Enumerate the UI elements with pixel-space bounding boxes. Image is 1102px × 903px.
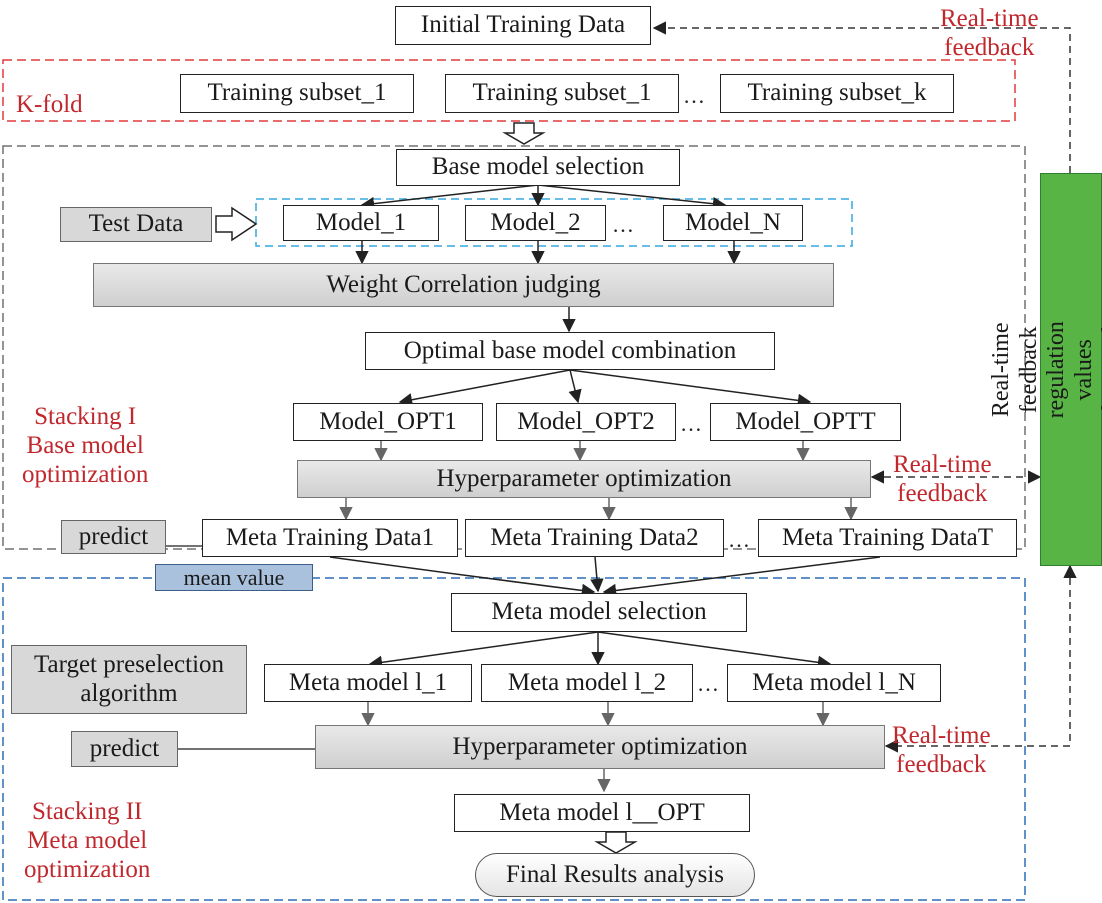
meta-selection-fanout-arrows [368,631,832,670]
predict-box-1[interactable]: predict [61,520,166,554]
target-preselection-box[interactable]: Target preselection algorithm [11,645,247,714]
subset-ellipsis: … [683,83,705,108]
base-model-selection-box[interactable]: Base model selection [396,149,680,186]
feedback-label-top-line1: Real-time [940,5,1039,32]
optimal-combination-box[interactable]: Optimal base model combination [365,332,775,370]
mean-value-box[interactable]: mean value [155,564,313,591]
feedback-loops [652,21,1077,753]
meta-model-opt-box[interactable]: Meta model l__OPT [454,794,750,832]
hollow-arrow-final [594,831,638,854]
test-models-frame [255,198,853,247]
feedback-regulation-text: Real-time feedback regulation values fro… [988,320,1102,419]
feedback-label-top: Real-time feedback [940,5,1039,63]
feedback-label-mid: Real-time feedback [893,451,992,509]
final-results-box[interactable]: Final Results analysis [475,853,755,897]
feedback-label-bottom: Real-time feedback [892,722,991,780]
model-ellipsis: … [612,212,634,237]
base-selection-arrows [360,184,727,211]
hyperparameter-opt-box-1[interactable]: Hyperparameter optimization [297,460,871,498]
meta-to-hyper2-arrows [361,702,830,727]
meta-training-datat-box[interactable]: Meta Training DataT [758,519,1017,557]
meta-data-ellipsis: … [728,527,750,552]
hollow-arrow-kfold [502,122,546,145]
opt-ellipsis: … [680,411,702,436]
training-subset-box-a[interactable]: Training subset_1 [180,74,414,113]
kfold-label: K-fold [16,91,83,118]
model-opt1-box[interactable]: Model_OPT1 [293,403,483,441]
model-1-box[interactable]: Model_1 [283,205,439,241]
meta-model-n-box[interactable]: Meta model l_N [727,664,941,702]
training-subset-box-k[interactable]: Training subset_k [720,74,954,113]
hyperparameter-opt-box-2[interactable]: Hyperparameter optimization [315,725,885,769]
meta-model-selection-box[interactable]: Meta model selection [451,593,747,632]
feedback-regulation-box[interactable]: Real-time feedback regulation values fro… [988,173,1102,566]
meta-model-1-box[interactable]: Meta model l_1 [264,664,472,702]
opt-to-hyper-arrows [374,441,810,462]
weight-correlation-box[interactable]: Weight Correlation judging [93,263,834,307]
model-2-box[interactable]: Model_2 [465,205,606,241]
hollow-arrow-test-data [215,206,258,242]
stacking1-line3: optimization [22,460,149,488]
stacking1-line1: Stacking I [34,403,137,430]
model-opt2-box[interactable]: Model_OPT2 [496,403,676,441]
stacking2-line1: Stacking II [31,798,143,825]
meta-data-converge-arrows [329,556,881,598]
stacking1-line2: Base model [26,431,144,459]
feedback-label-bottom-line1: Real-time [892,722,991,749]
training-subset-box-b[interactable]: Training subset_1 [445,74,679,113]
meta-training-data1-box[interactable]: Meta Training Data1 [202,519,458,557]
stacking2-label: Stacking II Meta model optimization [24,798,150,884]
predict-box-2[interactable]: predict [71,731,178,767]
meta-model-ellipsis: … [697,671,719,696]
stacking2-line3: optimization [24,855,151,883]
feedback-label-top-line2: feedback [944,33,1035,61]
test-data-box[interactable]: Test Data [60,207,212,242]
feedback-label-mid-line1: Real-time [893,451,992,478]
stacking2-line2: Meta model [27,826,148,854]
feedback-label-mid-line2: feedback [897,479,988,507]
model-to-weight-arrows [355,241,741,265]
kfold-frame [2,59,1016,122]
model-optt-box[interactable]: Model_OPTT [710,403,901,441]
optimal-fanout-arrows [398,369,812,408]
initial-training-data-box[interactable]: Initial Training Data [395,6,651,45]
feedback-label-bottom-line2: feedback [896,750,987,778]
meta-model-2-box[interactable]: Meta model l_2 [481,664,693,702]
stacking1-label: Stacking I Base model optimization [22,403,148,489]
model-n-box[interactable]: Model_N [663,205,803,241]
hyper-to-meta-data-arrows [339,498,858,521]
meta-training-data2-box[interactable]: Meta Training Data2 [465,519,724,557]
